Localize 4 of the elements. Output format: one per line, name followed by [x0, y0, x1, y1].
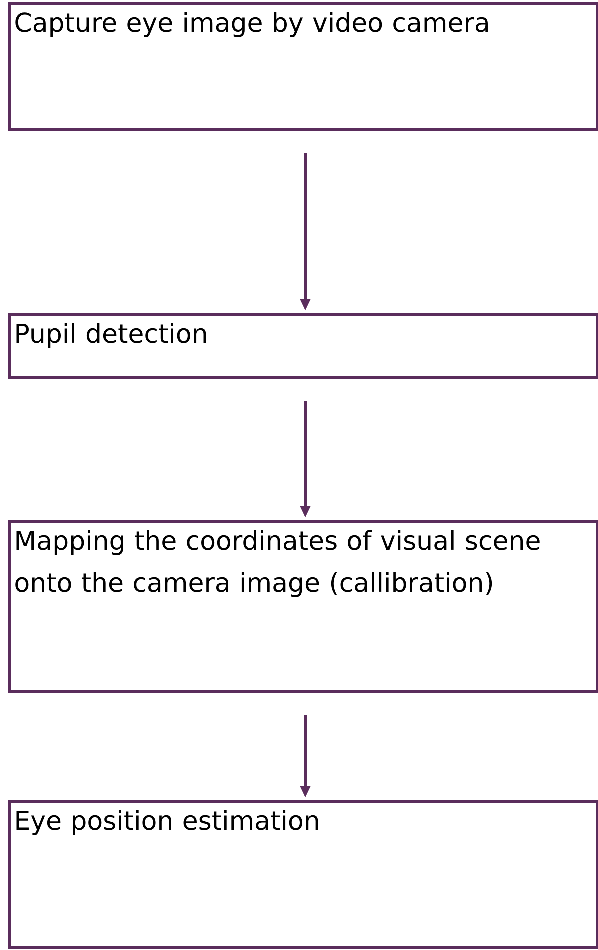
- process-box: Pupil detection: [8, 313, 598, 379]
- process-box: Mapping the coordinates of visual scene onto the camera image (callibration): [8, 520, 598, 693]
- process-box: Capture eye image by video camera: [8, 2, 598, 131]
- process-box: Eye position estimation: [8, 800, 598, 949]
